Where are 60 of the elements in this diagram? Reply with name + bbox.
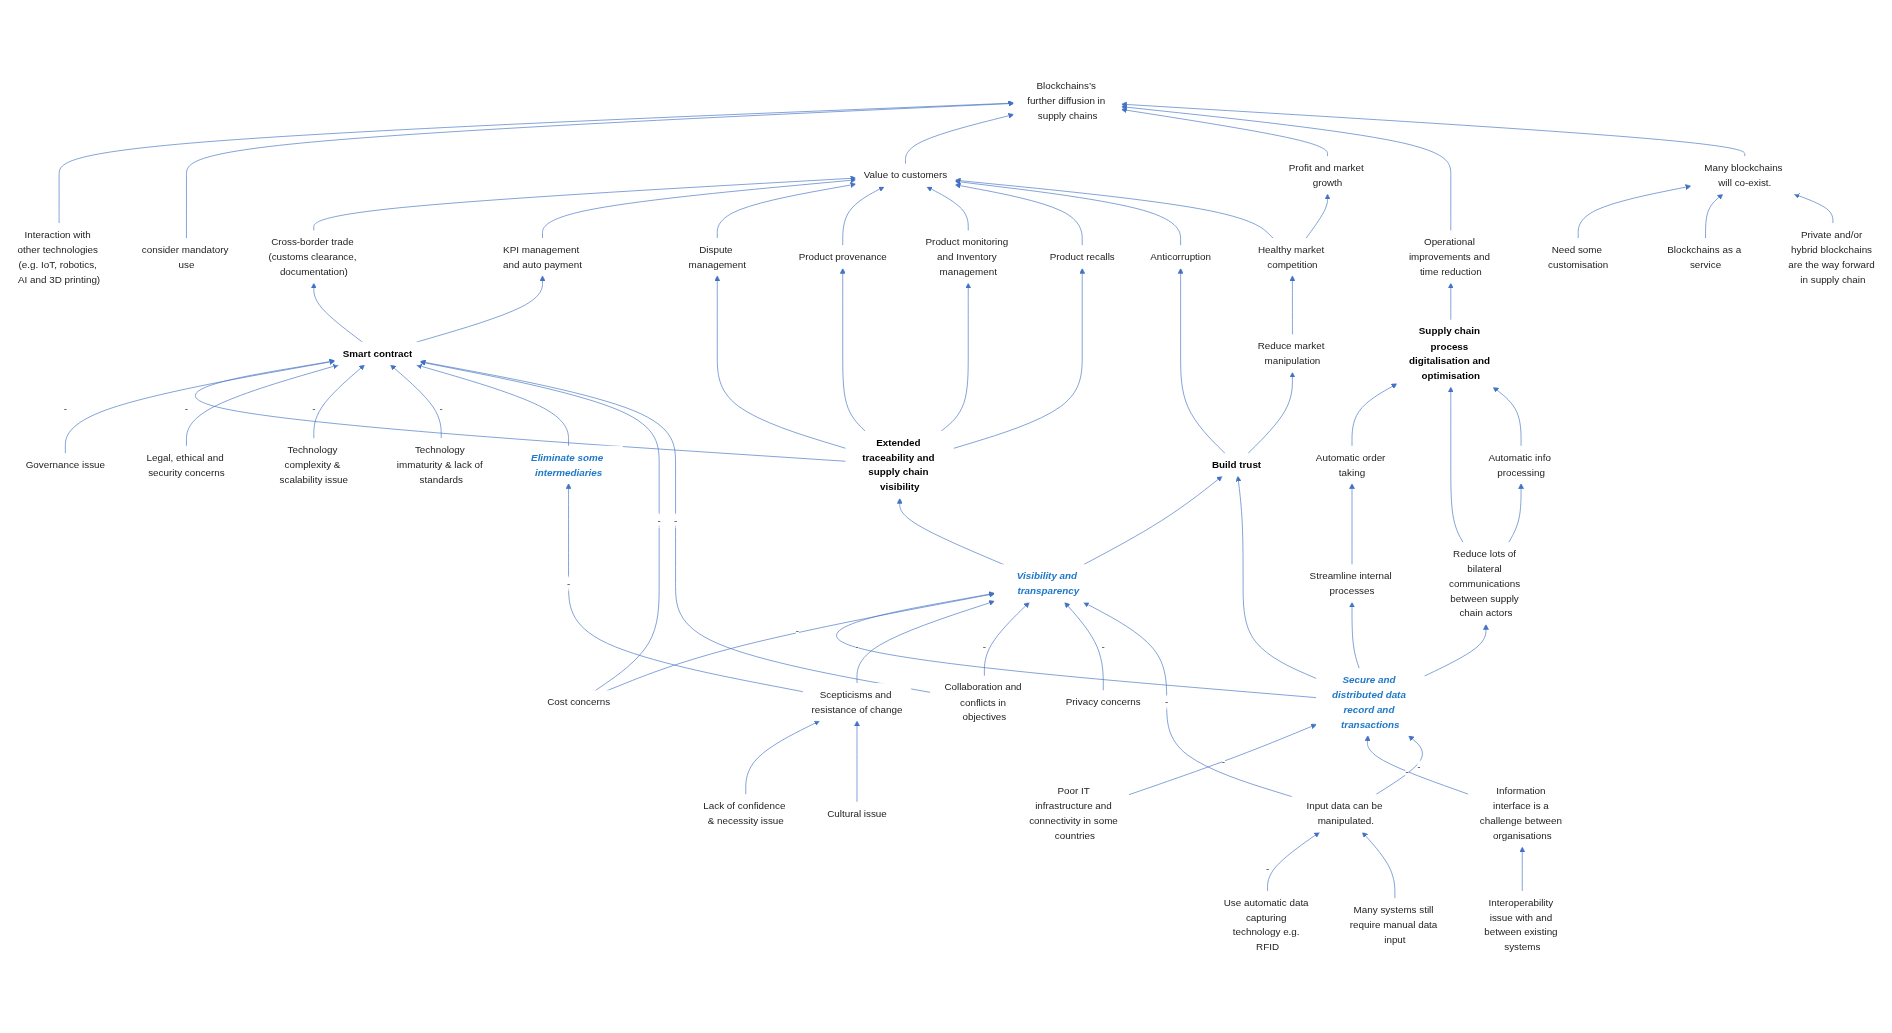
node-text: Automatic info processing	[1488, 451, 1551, 478]
node-text: Supply chain process digitalisation and optimisation	[1408, 325, 1490, 381]
edge-label: -	[855, 640, 859, 652]
edge-label: -	[1221, 755, 1226, 768]
node-text: Private and/or hybrid blockchains are the way forward in supply chain	[1788, 228, 1875, 285]
node-text: Extended traceability and supply chain visibility	[862, 436, 935, 493]
node-text: Information interface is a challenge between organisations	[1479, 785, 1562, 841]
node-text: Lack of confidence & necessity issue	[703, 799, 786, 826]
node-text: Collaboration and conflicts in objectives	[944, 681, 1022, 722]
node-text: Technology complexity & scalability issue	[279, 443, 349, 485]
node-text: Interoperability issue with and between existing systems	[1484, 896, 1558, 952]
node-text: Profit and market growth	[1288, 161, 1364, 188]
edge-label: -	[1101, 640, 1105, 652]
node-text: consider mandatory use	[141, 243, 229, 270]
edge-label: -	[63, 403, 67, 415]
node-text: KPI management and auto payment	[503, 243, 582, 270]
node-text: Cross-border trade (customs clearance, documentation)	[268, 236, 357, 277]
edge-label: -	[566, 577, 571, 589]
node-text: Use automatic data capturing technology e.g. RFID	[1223, 896, 1309, 952]
node-text: Blockchains as a service	[1667, 243, 1742, 270]
node-text: Healthy market competition	[1257, 243, 1325, 270]
node-text: Technology immaturity & lack of standards	[396, 443, 483, 485]
edge-label: -	[657, 514, 661, 526]
edge-label: -	[1417, 761, 1421, 773]
node-text: Product monitoring and Inventory management	[925, 236, 1009, 277]
node-text: Reduce market manipulation	[1257, 340, 1325, 366]
node-text: Input data can be manipulated.	[1306, 799, 1383, 826]
edge-label: -	[439, 403, 443, 415]
node-text: Cultural issue	[827, 807, 887, 819]
edge-label: -	[184, 403, 189, 415]
node-text: Product provenance	[798, 250, 887, 263]
edge-label: -	[1165, 696, 1169, 708]
node-text: Anticorruption	[1150, 250, 1212, 263]
edge-label: -	[1405, 766, 1409, 778]
node-text: Reduce lots of bilateral communications between supply chain actors	[1448, 547, 1521, 619]
node-text: Operational improvements and time reduction	[1408, 236, 1490, 277]
node-text: Dispute management	[688, 243, 747, 270]
node-text: Value to customers	[863, 169, 948, 181]
node-text: Visibility and transparency	[1016, 570, 1080, 596]
node-text: Secure and distributed data record and transactions	[1332, 673, 1406, 730]
edge-label: -	[312, 403, 316, 415]
node-text: Governance issue	[25, 458, 106, 470]
node-text: Privacy concerns	[1065, 696, 1141, 708]
node-text: Legal, ethical and security concerns	[146, 451, 225, 478]
edge-label: -	[673, 514, 678, 526]
node-text: Need some customisation	[1548, 243, 1609, 270]
node-text: Many blockchains will co-exist.	[1704, 161, 1783, 188]
edge-label: -	[1265, 862, 1270, 875]
node-text: Cost concerns	[547, 696, 611, 708]
node-text: Build trust	[1211, 458, 1262, 470]
node-text: Product recalls	[1049, 250, 1115, 263]
edge-label: -	[982, 640, 986, 652]
node-text: Automatic order taking	[1315, 451, 1386, 478]
node-text: Poor IT infrastructure and connectivity in some countries	[1029, 785, 1118, 841]
node-text: Eliminate some intermediaries	[531, 451, 604, 478]
node-text: Many systems still require manual data input	[1349, 903, 1438, 945]
node-text: Interaction with other technologies (e.g. IoT, robotics, AI and 3D printing)	[17, 228, 101, 285]
edge-label: -	[795, 625, 799, 637]
node-text: Blockchains’s further diffusion in supply chains	[1027, 80, 1106, 121]
node-text: Streamline internal processes	[1309, 570, 1392, 596]
